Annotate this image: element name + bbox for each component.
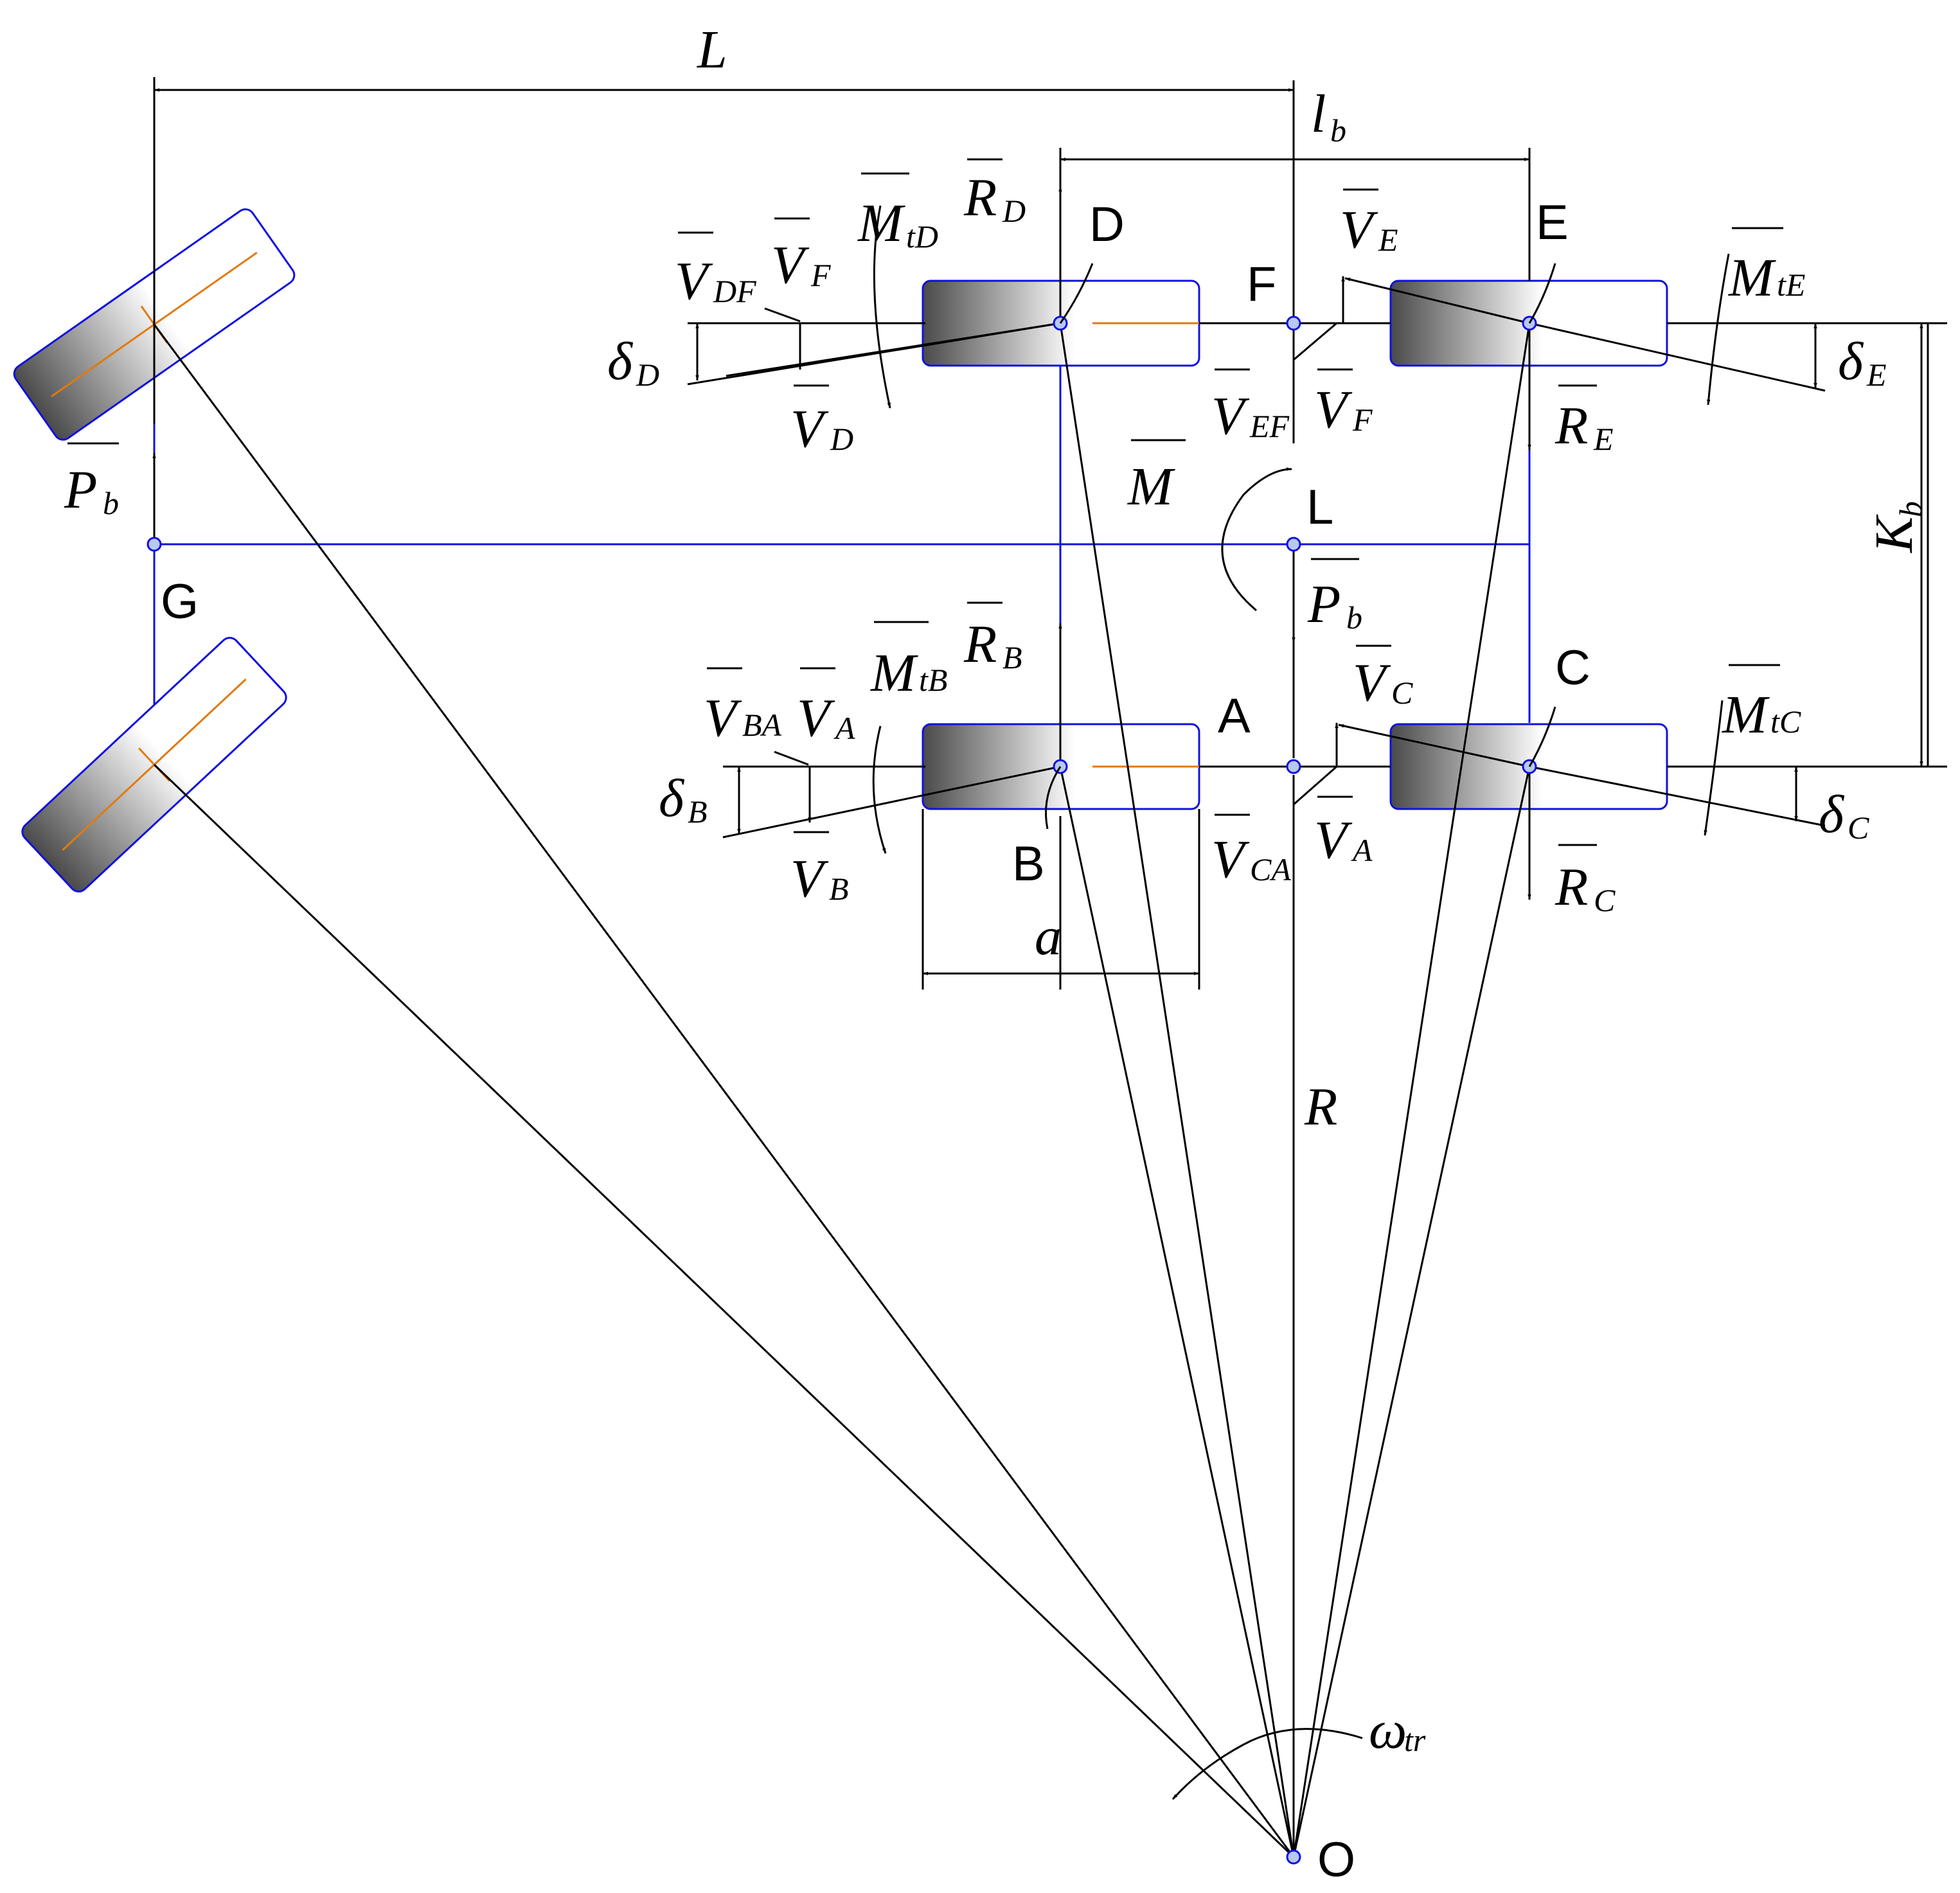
dimension-labels: L l b K b a R [697,20,1929,1137]
dim-L: L [697,20,727,80]
label-MtD: M [857,193,905,253]
label-RE: R [1555,396,1588,456]
label-MtB: M [870,643,918,703]
svg-text:C: C [1391,675,1413,711]
svg-text:EF: EF [1249,408,1290,444]
svg-text:BA: BA [742,707,782,743]
label-VBA: V [704,688,742,748]
svg-text:B: B [688,794,708,830]
svg-text:A: A [1351,832,1373,868]
vector-labels: R D M tD V DF V F δ D V D V E M tE δ E V… [64,158,1887,1760]
svg-text:CA: CA [1250,851,1291,887]
dim-lb: l [1311,84,1326,144]
svg-text:A: A [833,710,855,746]
svg-text:D: D [830,421,853,457]
svg-text:DF: DF [713,273,756,309]
label-VF-top-right: V [1314,380,1353,440]
svg-text:tC: tC [1770,704,1801,740]
label-deltaD: δ [607,332,634,391]
dim-Kb: K [1864,514,1924,553]
force-arrows [152,186,1531,900]
point-labels: D E F L G A B C O [161,195,1590,1887]
moment-arcs [872,205,1730,1800]
label-VCA: V [1211,830,1250,889]
label-E: E [1536,195,1569,250]
svg-text:F: F [1352,402,1373,438]
svg-text:tE: tE [1777,267,1805,303]
label-RC: R [1555,857,1588,917]
svg-text:F: F [810,257,831,293]
label-D: D [1089,197,1125,252]
label-VEF: V [1211,386,1250,446]
dim-lb-sub: b [1330,112,1346,148]
svg-text:b: b [103,485,119,521]
label-omega-tr: ω [1369,1700,1407,1760]
label-VA-left: V [797,688,835,748]
label-Pb-center: P [1307,574,1341,634]
dimension-lines [154,88,1923,975]
label-M: M [1127,457,1175,517]
label-VDF: V [675,251,713,311]
label-Pb-left: P [64,460,97,520]
svg-text:tD: tD [906,218,938,254]
dim-Kb-sub: b [1893,501,1929,517]
label-deltaC: δ [1819,785,1845,844]
label-VA-right: V [1314,810,1353,870]
label-MtC: M [1722,685,1770,745]
construction-lines [153,77,1947,1858]
label-O: O [1317,1833,1355,1887]
svg-text:tB: tB [919,662,947,698]
label-C: C [1555,641,1590,695]
svg-text:D: D [636,357,659,393]
svg-text:tr: tr [1404,1722,1426,1758]
label-F: F [1247,257,1276,312]
dim-R: R [1304,1077,1337,1137]
label-RB: R [963,614,997,674]
svg-text:E: E [1593,421,1614,457]
dim-a: a [1035,907,1062,966]
label-G: G [161,574,199,629]
svg-text:b: b [1346,600,1362,635]
svg-text:E: E [1378,222,1398,258]
label-VE: V [1340,200,1378,260]
label-VF-top-left: V [771,235,810,295]
label-RD: R [963,168,997,227]
label-VB: V [790,849,829,909]
svg-text:E: E [1866,357,1887,393]
label-MtE: M [1728,248,1776,308]
point-leaders [1045,263,1556,830]
label-deltaE: δ [1838,332,1864,391]
svg-text:C: C [1848,810,1869,846]
svg-text:D: D [1002,193,1026,229]
label-VC: V [1353,653,1391,713]
svg-text:B: B [1002,639,1022,675]
label-B: B [1012,837,1045,891]
label-A: A [1218,689,1251,743]
svg-text:B: B [829,871,849,907]
label-deltaB: δ [659,769,685,828]
svg-text:C: C [1594,882,1616,918]
label-VD: V [790,399,829,459]
label-L-point: L [1306,480,1333,535]
